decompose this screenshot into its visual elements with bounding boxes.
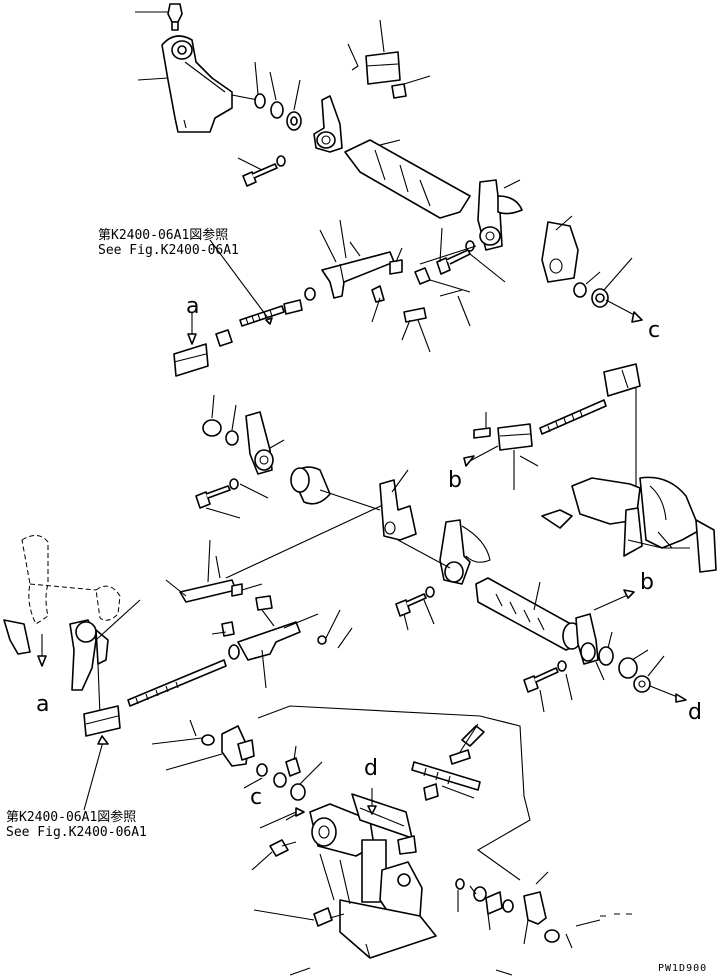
bushing-set-bottom-right [455,878,514,931]
lever-bottom-left [151,719,255,771]
bolt-mid-center [395,586,435,631]
clevis-bottom-right [523,871,632,949]
callout-d-bottom: d [364,756,378,781]
bushing-set-bottom [243,745,323,801]
lever-plate-upper [477,179,523,251]
frame-bracket-right [541,476,717,573]
grease-fitting-bottom [251,807,345,927]
figure-reference-note-bottom: 第K2400-06A1図参照 See Fig.K2400-06A1 [6,810,147,840]
threaded-rod-upper [209,239,316,347]
threaded-rod-lower [83,644,240,811]
callout-b-mid: b [448,468,462,493]
lever-arm-b [575,589,635,681]
pedal-outline-left [21,535,121,625]
lever-arm-center [397,519,491,585]
main-pedal-bracket [309,788,437,959]
spline-shaft-lower [475,577,582,651]
figure-reference-note-top: 第K2400-06A1図参照 See Fig.K2400-06A1 [98,228,239,258]
bushing-mid-left [202,394,239,446]
reference-text-ja: 第K2400-06A1図参照 [98,228,229,243]
lever-plate-mid [379,469,417,541]
bushing-set-c [573,257,643,323]
adjust-bar-upper [319,219,471,353]
lever-arm-mid [245,411,285,475]
lever-arm-top [313,95,343,153]
callout-b-right: b [640,570,654,595]
clevis-top [347,19,431,99]
pedal-bracket-top [137,35,233,133]
callout-a-top: a [186,294,200,319]
bolt-set-upper-mid [414,227,506,293]
grease-fitting-top [135,3,183,31]
spline-shaft-upper [344,139,471,219]
bushing-set-d [598,631,687,703]
clevis-block-a [173,313,209,377]
threaded-rod-right [539,363,641,492]
pedal-brackets-left [3,599,141,717]
callout-a-left: a [36,692,50,717]
reference-text-ja: 第K2400-06A1図参照 [6,810,137,825]
callout-c-top: c [648,318,661,343]
bushing-set-top [254,61,302,131]
pedal-rod-bottom [411,723,485,801]
reference-text-en: See Fig.K2400-06A1 [6,825,147,840]
bolt-mid-left [195,478,269,519]
bolt-d [523,660,573,713]
callout-c-bottom: c [250,785,263,810]
clevis-b-mid [463,412,539,490]
lever-plate-right [541,215,579,283]
drawing-code: PW1D900 [658,963,708,974]
bushing-cylinder-mid [290,466,381,511]
reference-text-en: See Fig.K2400-06A1 [98,243,239,258]
adjust-bar-lower [165,539,275,637]
bolt-top-left [237,155,286,187]
clevis-bar-lower [237,609,353,689]
callout-d-right: d [688,700,702,725]
